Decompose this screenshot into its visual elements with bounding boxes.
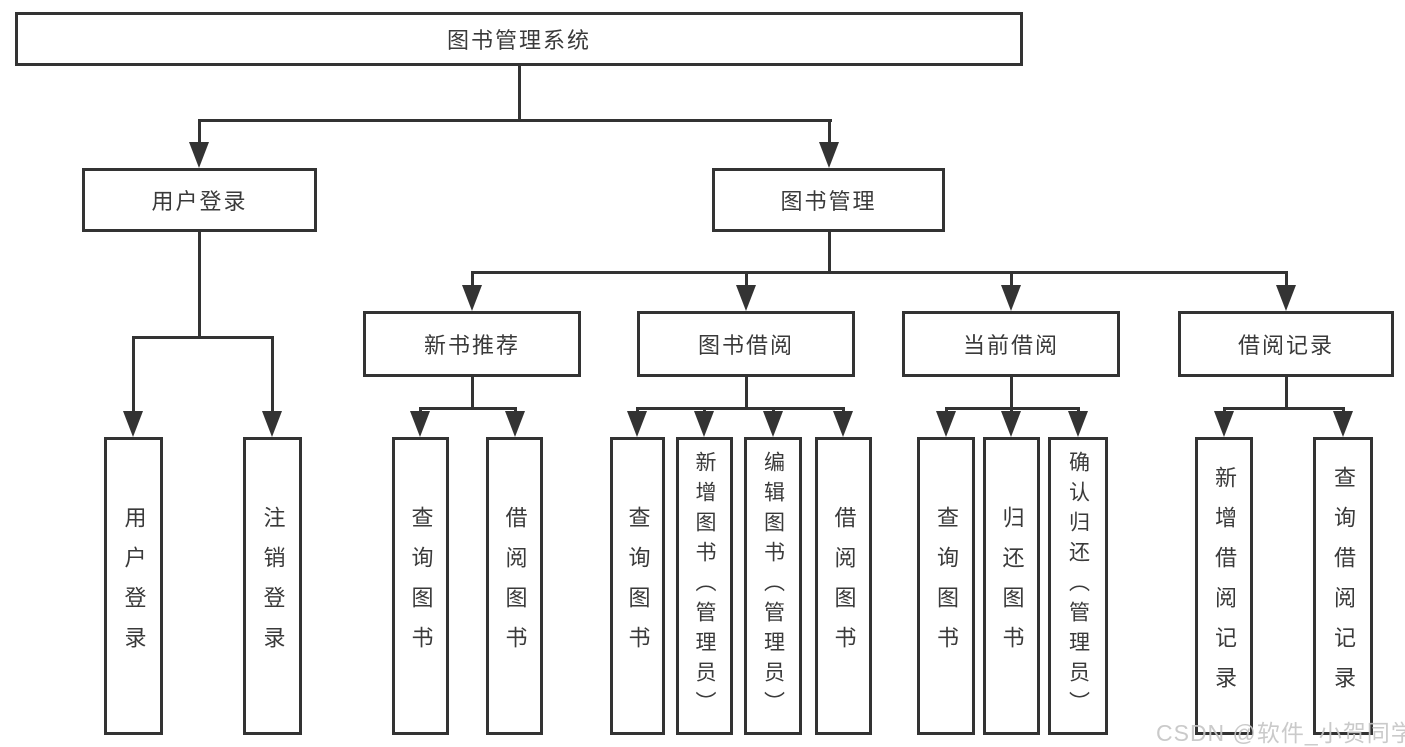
leaf-recommend-query-books-label: 查询图书 <box>408 506 434 666</box>
connector-line <box>471 375 474 409</box>
leaf-current-return-books-label: 归还图书 <box>999 506 1025 666</box>
leaf-records-add-record-label: 新增借阅记录 <box>1212 466 1237 706</box>
connector-line <box>1010 271 1013 291</box>
arrowhead-down-icon <box>1001 411 1021 437</box>
leaf-borrow-edit-books-admin-label: 编辑图书（管理员） <box>761 451 785 721</box>
node-book-borrow: 图书借阅 <box>637 311 855 377</box>
leaf-records-query-record: 查询借阅记录 <box>1313 437 1373 735</box>
connector-line <box>132 336 135 416</box>
connector-line <box>198 230 201 338</box>
arrowhead-down-icon <box>410 411 430 437</box>
connector-line <box>419 407 517 410</box>
arrowhead-down-icon <box>694 411 714 437</box>
connector-line <box>471 271 1288 274</box>
connector-line <box>198 119 832 122</box>
arrowhead-down-icon <box>262 411 282 437</box>
leaf-borrow-borrow-books: 借阅图书 <box>815 437 872 735</box>
arrowhead-down-icon <box>736 285 756 311</box>
leaf-borrow-borrow-books-label: 借阅图书 <box>831 506 857 666</box>
connector-line <box>828 230 831 273</box>
leaf-recommend-borrow-books-label: 借阅图书 <box>502 506 528 666</box>
leaf-current-query-books: 查询图书 <box>917 437 975 735</box>
leaf-recommend-borrow-books: 借阅图书 <box>486 437 543 735</box>
arrowhead-down-icon <box>462 285 482 311</box>
node-root-library-system: 图书管理系统 <box>15 12 1023 66</box>
arrowhead-down-icon <box>123 411 143 437</box>
leaf-borrow-query-books: 查询图书 <box>610 437 665 735</box>
connector-line <box>132 336 274 339</box>
node-borrow-records: 借阅记录 <box>1178 311 1394 377</box>
leaf-user-login-label: 用户登录 <box>121 506 147 666</box>
leaf-records-add-record: 新增借阅记录 <box>1195 437 1253 735</box>
arrowhead-down-icon <box>1214 411 1234 437</box>
arrowhead-down-icon <box>189 142 209 168</box>
node-current-borrow: 当前借阅 <box>902 311 1120 377</box>
connector-line <box>1285 375 1288 409</box>
connector-line <box>271 336 274 416</box>
connector-line <box>518 63 521 122</box>
connector-line <box>1223 407 1345 410</box>
leaf-current-return-books: 归还图书 <box>983 437 1040 735</box>
csdn-watermark: CSDN @软件_小贺同学 <box>1156 720 1405 746</box>
leaf-borrow-edit-books-admin: 编辑图书（管理员） <box>744 437 802 735</box>
connector-line <box>828 119 831 147</box>
arrowhead-down-icon <box>819 142 839 168</box>
arrowhead-down-icon <box>1068 411 1088 437</box>
connector-line <box>745 271 748 291</box>
node-user-login: 用户登录 <box>82 168 317 232</box>
leaf-logout: 注销登录 <box>243 437 302 735</box>
arrowhead-down-icon <box>1276 285 1296 311</box>
connector-line <box>198 119 201 147</box>
node-book-management: 图书管理 <box>712 168 945 232</box>
leaf-logout-label: 注销登录 <box>260 506 286 666</box>
connector-line <box>745 375 748 409</box>
arrowhead-down-icon <box>936 411 956 437</box>
arrowhead-down-icon <box>1001 285 1021 311</box>
leaf-user-login: 用户登录 <box>104 437 163 735</box>
arrowhead-down-icon <box>505 411 525 437</box>
node-new-book-recommend: 新书推荐 <box>363 311 581 377</box>
arrowhead-down-icon <box>763 411 783 437</box>
leaf-records-query-record-label: 查询借阅记录 <box>1331 466 1356 706</box>
leaf-current-confirm-return-admin: 确认归还（管理员） <box>1048 437 1108 735</box>
connector-line <box>636 407 845 410</box>
connector-line <box>471 271 474 291</box>
leaf-borrow-query-books-label: 查询图书 <box>625 506 651 666</box>
leaf-borrow-add-books-admin-label: 新增图书（管理员） <box>693 451 716 721</box>
leaf-current-query-books-label: 查询图书 <box>934 506 959 666</box>
arrowhead-down-icon <box>627 411 647 437</box>
connector-line <box>1010 375 1013 409</box>
leaf-borrow-add-books-admin: 新增图书（管理员） <box>676 437 733 735</box>
connector-line <box>1285 271 1288 291</box>
arrowhead-down-icon <box>1333 411 1353 437</box>
leaf-current-confirm-return-admin-label: 确认归还（管理员） <box>1066 451 1090 721</box>
arrowhead-down-icon <box>833 411 853 437</box>
leaf-recommend-query-books: 查询图书 <box>392 437 449 735</box>
